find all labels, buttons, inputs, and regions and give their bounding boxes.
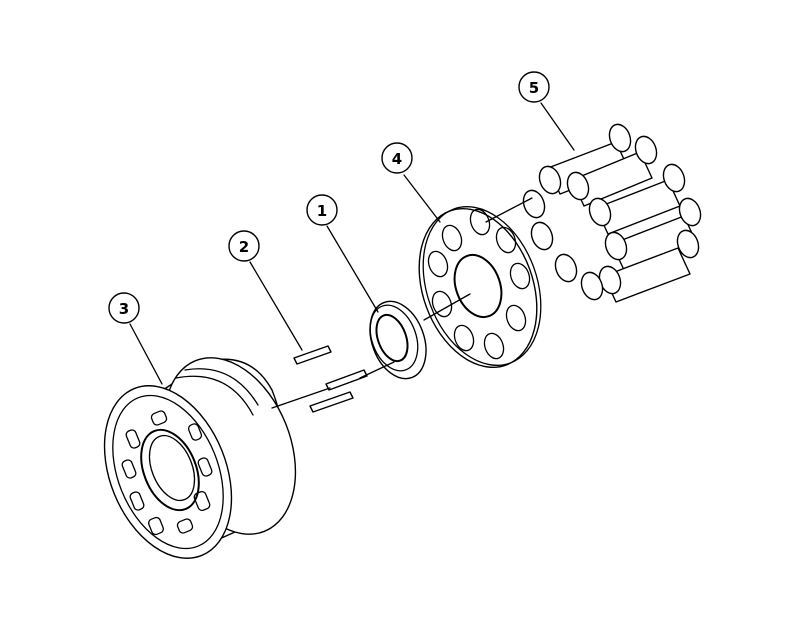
callout-1: 1 [306, 194, 379, 313]
callout-label-2: 2 [239, 238, 249, 256]
pins [293, 345, 368, 413]
callout-3: 3 [108, 292, 163, 385]
spline-ring [369, 300, 427, 380]
centerline-segment [359, 361, 395, 379]
retainer-plate [418, 206, 542, 369]
callout-label-5: 5 [529, 79, 539, 97]
cylinder-block [103, 357, 297, 559]
callout-label-3: 3 [119, 300, 129, 318]
centerline-segment [271, 387, 331, 409]
callout-4: 4 [381, 142, 441, 223]
piston [604, 197, 702, 271]
centerline-segment [485, 197, 533, 223]
callout-label-1: 1 [317, 202, 327, 220]
piston [566, 135, 658, 207]
pistons [522, 123, 702, 303]
piston [588, 163, 686, 235]
callout-2: 2 [228, 230, 303, 351]
callout-5: 5 [518, 71, 575, 151]
callout-label-4: 4 [392, 150, 402, 168]
centerline-segment [423, 293, 471, 321]
